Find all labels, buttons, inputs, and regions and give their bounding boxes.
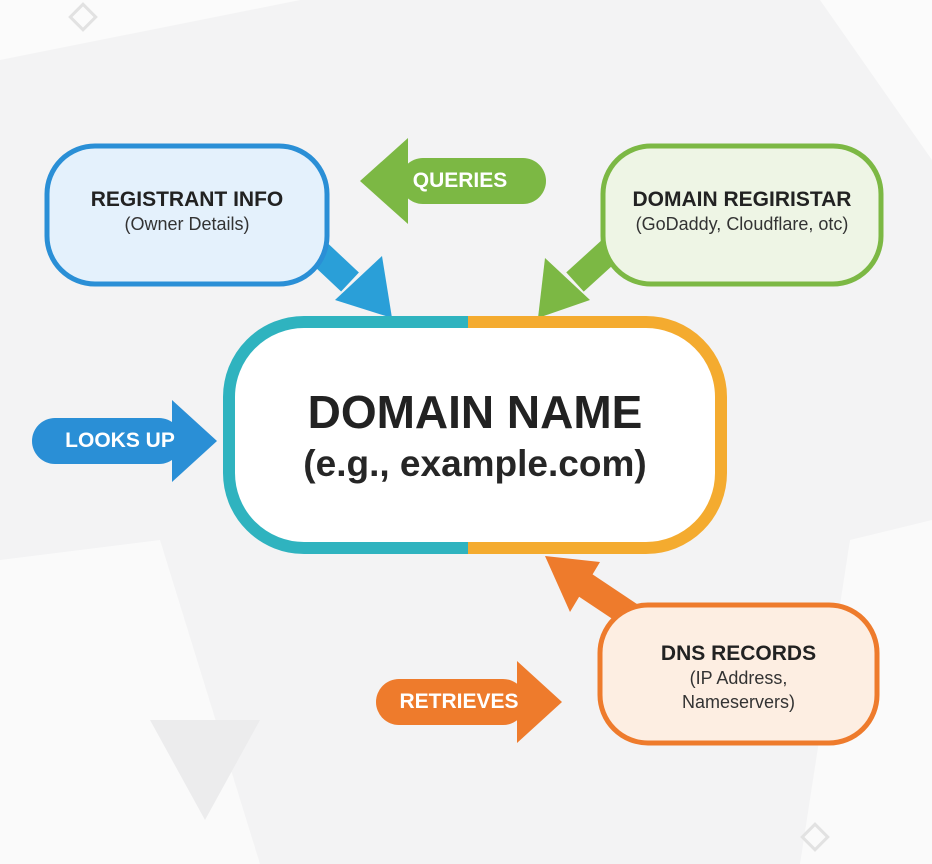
dns-connector-arrow bbox=[545, 556, 638, 626]
domain-name-title: DOMAIN NAME bbox=[307, 386, 643, 438]
registrar-title: DOMAIN REGIRISTAR bbox=[632, 188, 852, 211]
queries-arrow bbox=[360, 138, 546, 224]
registrar-subtitle: (GoDaddy, Cloudflare, otc) bbox=[635, 214, 849, 234]
domain-name-box bbox=[223, 316, 727, 554]
diamond-icon bbox=[68, 2, 98, 32]
diamond-icon bbox=[800, 822, 830, 852]
dns-node: DNS RECORDS (IP Address, Nameservers) bbox=[600, 642, 877, 714]
domain-name-subtitle: (e.g., example.com) bbox=[303, 443, 647, 484]
retrieves-arrow bbox=[376, 661, 562, 743]
retrieves-label: RETRIEVES bbox=[399, 690, 519, 713]
registrar-box bbox=[600, 143, 884, 287]
dns-subtitle-line1: (IP Address, bbox=[689, 668, 788, 688]
registrar-node: DOMAIN REGIRISTAR (GoDaddy, Cloudflare, … bbox=[603, 188, 881, 236]
registrant-box bbox=[44, 143, 330, 287]
registrant-node: REGISTRANT INFO (Owner Details) bbox=[47, 188, 327, 236]
domain-name-node: DOMAIN NAME (e.g., example.com) bbox=[229, 385, 721, 485]
dns-box bbox=[597, 602, 880, 746]
registrant-title: REGISTRANT INFO bbox=[90, 188, 284, 211]
dns-subtitle-line2: Nameservers) bbox=[681, 692, 796, 712]
looks-up-label: LOOKS UP bbox=[65, 429, 175, 452]
registrant-subtitle: (Owner Details) bbox=[124, 214, 250, 234]
dns-title: DNS RECORDS bbox=[660, 642, 817, 665]
looks-up-arrow bbox=[32, 400, 217, 482]
queries-label: QUERIES bbox=[412, 169, 508, 192]
